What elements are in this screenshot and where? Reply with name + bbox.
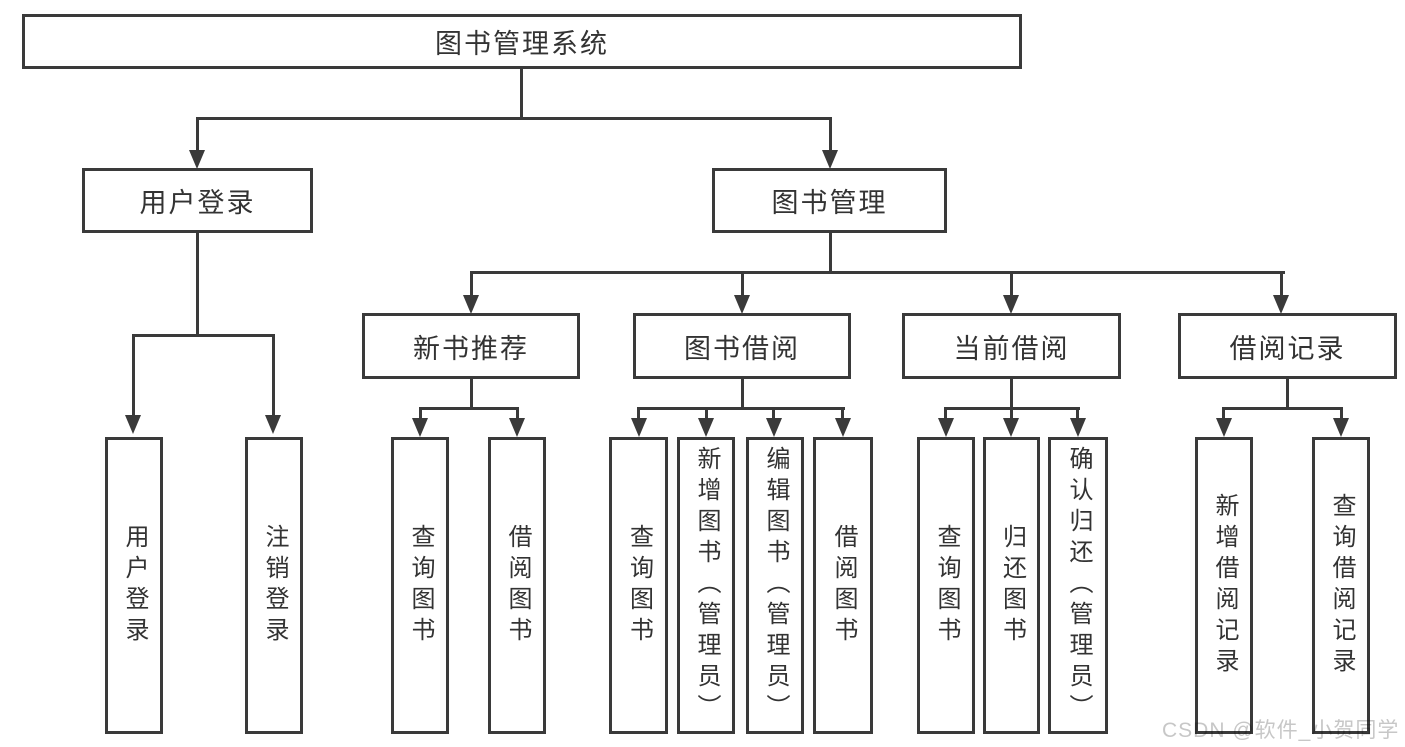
connector-stub-cb-return (1010, 407, 1013, 419)
arrowhead-new-book-recommend (463, 295, 479, 314)
arrowhead-user-login (189, 150, 205, 169)
leaf-query-books-1: 查询图书 (391, 437, 449, 734)
leaf-add-borrow-record: 新增借阅记录 (1195, 437, 1253, 734)
connector-stub-leaf-logout (272, 334, 275, 416)
leaf-add-books-admin-label: 新增图书（管理员） (693, 446, 720, 725)
leaf-user-login-label: 用户登录 (121, 523, 148, 648)
connector-stub-new-book-recommend (470, 271, 473, 297)
arrowhead-bb-query (631, 418, 647, 437)
arrowhead-borrow-records (1273, 295, 1289, 314)
node-new-book-recommend-label: 新书推荐 (413, 333, 529, 364)
connector-bb-down (741, 379, 744, 408)
leaf-confirm-return-admin-label: 确认归还（管理员） (1065, 446, 1092, 725)
arrowhead-cb-confirm (1070, 418, 1086, 437)
arrowhead-leaf-user-login (125, 415, 141, 434)
node-book-management-label: 图书管理 (771, 188, 888, 218)
connector-user-login-down (196, 233, 199, 336)
leaf-borrow-books-1-label: 借阅图书 (504, 523, 531, 648)
node-user-login-label: 用户登录 (139, 188, 256, 218)
leaf-borrow-books-2-label: 借阅图书 (830, 523, 857, 648)
leaf-confirm-return-admin: 确认归还（管理员） (1048, 437, 1108, 734)
node-book-management: 图书管理 (712, 168, 947, 233)
connector-stub-borrow-records (1280, 271, 1283, 297)
leaf-query-borrow-record-label: 查询借阅记录 (1328, 492, 1355, 679)
arrowhead-nbr-borrow (509, 418, 525, 437)
leaf-query-books-3: 查询图书 (917, 437, 975, 734)
leaf-query-borrow-record: 查询借阅记录 (1312, 437, 1370, 734)
node-root: 图书管理系统 (22, 14, 1022, 69)
connector-level3-branch (470, 271, 1285, 274)
arrowhead-bb-borrow (835, 418, 851, 437)
connector-stub-current-borrow (1010, 271, 1013, 297)
connector-nbr-down (470, 379, 473, 408)
connector-level2-branch (196, 117, 832, 120)
arrowhead-book-management (822, 150, 838, 169)
leaf-user-login: 用户登录 (105, 437, 163, 734)
connector-stub-bb-query (637, 407, 640, 419)
connector-stub-nbr-borrow (516, 407, 519, 419)
leaf-return-books-label: 归还图书 (998, 523, 1026, 648)
arrowhead-cb-return (1003, 418, 1019, 437)
leaf-edit-books-admin-label: 编辑图书（管理员） (762, 446, 789, 725)
connector-stub-book-borrow (741, 271, 744, 297)
connector-stub-bb-edit (772, 407, 775, 419)
connector-stub-br-query (1340, 407, 1343, 419)
node-root-label: 图书管理系统 (435, 29, 609, 59)
leaf-query-books-3-label: 查询图书 (933, 523, 960, 648)
connector-cb-down (1010, 379, 1013, 408)
connector-stub-cb-confirm (1076, 407, 1079, 419)
arrowhead-bb-edit (766, 418, 782, 437)
arrowhead-cb-query (938, 418, 954, 437)
leaf-logout-label: 注销登录 (261, 523, 288, 648)
connector-br-down (1286, 379, 1289, 408)
leaf-query-books-2: 查询图书 (609, 437, 668, 734)
leaf-query-books-1-label: 查询图书 (407, 523, 434, 648)
leaf-add-books-admin: 新增图书（管理员） (677, 437, 735, 734)
connector-user-login-branch (132, 334, 275, 337)
leaf-query-books-2-label: 查询图书 (625, 523, 653, 648)
leaf-add-borrow-record-label: 新增借阅记录 (1211, 492, 1238, 679)
connector-stub-br-add (1222, 407, 1225, 419)
node-new-book-recommend: 新书推荐 (362, 313, 580, 379)
arrowhead-br-add (1216, 418, 1232, 437)
connector-stub-leaf-user-login (132, 334, 135, 416)
node-book-borrow: 图书借阅 (633, 313, 851, 379)
connector-stub-nbr-query (419, 407, 422, 419)
connector-nbr-branch (419, 407, 519, 410)
node-book-borrow-label: 图书借阅 (684, 333, 800, 364)
connector-stub-cb-query (944, 407, 947, 419)
leaf-borrow-books-2: 借阅图书 (813, 437, 873, 734)
connector-stub-book-management (829, 117, 832, 151)
leaf-return-books: 归还图书 (983, 437, 1040, 734)
connector-stub-bb-add (705, 407, 708, 419)
connector-bb-branch (637, 407, 845, 410)
node-borrow-records-label: 借阅记录 (1229, 333, 1346, 364)
arrowhead-nbr-query (412, 418, 428, 437)
node-user-login: 用户登录 (82, 168, 313, 233)
node-current-borrow-label: 当前借阅 (953, 333, 1070, 364)
leaf-borrow-books-1: 借阅图书 (488, 437, 546, 734)
connector-book-management-down (829, 233, 832, 273)
arrowhead-leaf-logout (265, 415, 281, 434)
node-borrow-records: 借阅记录 (1178, 313, 1397, 379)
arrowhead-current-borrow (1003, 295, 1019, 314)
leaf-logout: 注销登录 (245, 437, 303, 734)
node-current-borrow: 当前借阅 (902, 313, 1121, 379)
arrowhead-book-borrow (734, 295, 750, 314)
connector-br-branch (1222, 407, 1343, 410)
connector-root-trunk (520, 69, 523, 119)
connector-stub-user-login (196, 117, 199, 151)
arrowhead-bb-add (698, 418, 714, 437)
leaf-edit-books-admin: 编辑图书（管理员） (746, 437, 804, 734)
connector-stub-bb-borrow (841, 407, 844, 419)
csdn-watermark: CSDN @软件_小贺同学 (1162, 719, 1400, 742)
arrowhead-br-query (1333, 418, 1349, 437)
